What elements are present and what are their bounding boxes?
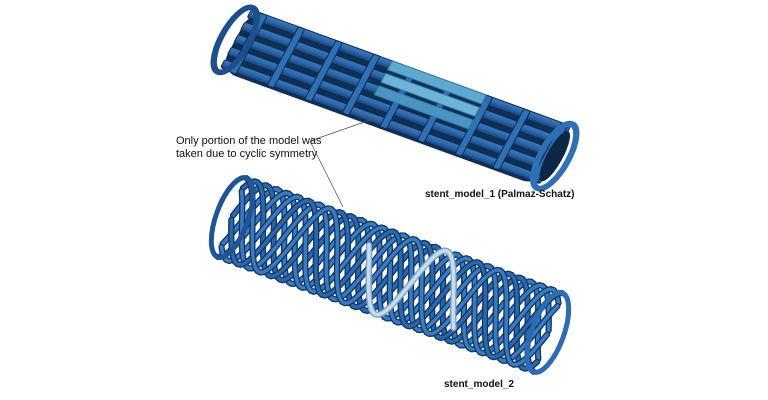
stent-1-ring bbox=[492, 108, 531, 170]
symmetry-annotation: Only portion of the model was taken due … bbox=[176, 135, 336, 161]
stent-1-ring bbox=[304, 40, 343, 102]
stent-1-symmetry-sector bbox=[373, 60, 488, 130]
annotation-leader-lines bbox=[309, 117, 377, 208]
stent-2-struts bbox=[214, 175, 566, 375]
stent-2-strut bbox=[239, 189, 560, 363]
annotation-line-1: Only portion of the model was bbox=[176, 135, 322, 147]
stent-2-strut bbox=[244, 176, 549, 367]
stent-2-symmetry-sector bbox=[365, 242, 457, 332]
stent-model-1 bbox=[210, 4, 580, 192]
stent-model-2-label: stent_model_2 bbox=[444, 379, 515, 390]
stent-1-ring bbox=[267, 26, 305, 88]
annotation-line-2: taken due to cyclic symmetry bbox=[176, 148, 318, 160]
stent-1-ring bbox=[342, 54, 380, 116]
stent-model-1-label: stent_model_1 (Palmaz-Schatz) bbox=[425, 189, 575, 200]
stent-2-strut bbox=[366, 243, 456, 330]
stent-model-2 bbox=[208, 175, 572, 375]
stent-2-strut bbox=[219, 194, 561, 356]
